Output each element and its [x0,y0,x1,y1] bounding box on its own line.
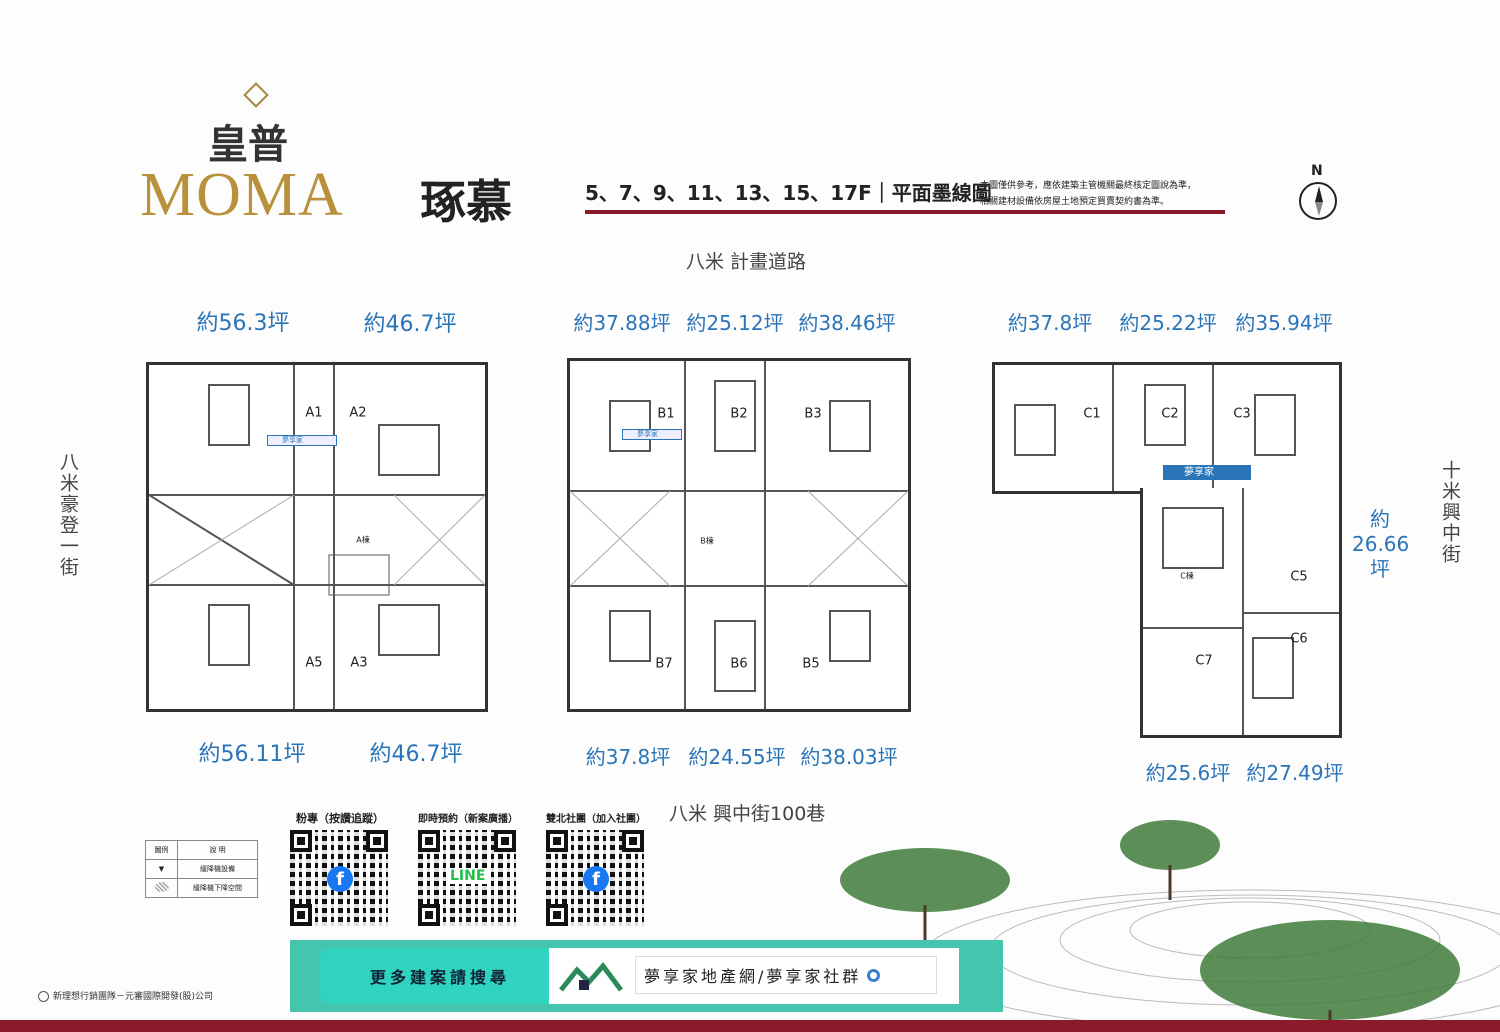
banner-right: 夢享家地產網/夢享家社群 [549,948,959,1004]
compass-label: N [1311,163,1323,179]
company-logo-icon [38,991,49,1002]
unit-a2: A2 [349,405,367,421]
legend-table: 圖例說 明 ▼緩降機設備 緩降機下降空間 [145,840,258,898]
facebook-icon: f [327,866,353,892]
qr-label-fanpage: 粉專（按讚追蹤） [296,812,384,825]
tag-a: 夢享家 [267,435,337,446]
area-b2: 約25.12坪 [686,311,784,335]
area-b7: 約37.8坪 [585,745,671,769]
area-a3: 約46.7坪 [369,742,463,767]
qr-label-group: 雙北社團（加入社團） [546,814,646,825]
area-c5: 約 26.66 坪 [1352,507,1410,581]
area-a1: 約56.3坪 [196,311,290,336]
core-b: B棟 [700,536,714,546]
unit-c2: C2 [1161,406,1179,422]
unit-b3: B3 [804,406,822,422]
unit-a3: A3 [350,655,368,671]
core-a: A棟 [356,535,370,545]
company-footer: 新理想行銷團隊－元審國際開發(股)公司 [38,989,213,1002]
dreamhome-logo-icon [559,962,623,992]
bottom-bar [0,1020,1500,1032]
unit-c3: C3 [1233,406,1251,422]
tag-c: 夢享家 [1163,465,1251,480]
core-c: C棟 [1180,571,1194,581]
disclaimer-1: 本圖僅供參考，應依建築主管機關最終核定圖說為準， [980,181,1197,191]
search-box[interactable]: 夢享家地產網/夢享家社群 [635,956,937,994]
disclaimer-2: 相關建材設備依房屋土地預定買賣契約書為準。 [980,197,1170,207]
search-icon [867,968,881,982]
unit-b1: B1 [657,406,675,422]
project-name: 琢慕 [420,175,512,229]
unit-b6: B6 [730,656,748,672]
page-title: 5、7、9、11、13、15、17F｜平面墨線圖 [585,181,992,205]
search-banner: 更多建案請搜尋 夢享家地產網/夢享家社群 [290,940,1003,1012]
title-divider [585,210,1225,214]
qr-label-line: 即時預約（新案廣播） [418,814,518,825]
line-icon: LINE [448,868,488,884]
floor-plan-a: A1 A2 A5 A3 A棟 夢享家 [146,362,488,712]
unit-c5: C5 [1290,569,1308,585]
qr-code-line[interactable]: LINE [418,830,516,926]
area-c1: 約37.8坪 [1007,311,1093,335]
banner-left-text: 更多建案請搜尋 [369,968,510,987]
unit-b2: B2 [730,406,748,422]
floor-plan-b: B1 B2 B3 B7 B6 B5 B棟 夢享家 [567,358,911,712]
qr-code-fanpage[interactable]: f [290,830,388,926]
unit-a5: A5 [305,655,323,671]
descent-space-icon [145,878,178,898]
brand-emblem-icon [243,82,269,108]
tag-b: 夢享家 [622,429,682,440]
unit-a1: A1 [305,405,323,421]
area-c2: 約25.22坪 [1119,311,1217,335]
facebook-icon: f [583,866,609,892]
unit-c7: C7 [1195,653,1213,669]
area-b1: 約37.88坪 [573,311,671,335]
floor-plan-c-top: C1 C2 C3 夢享家 [992,362,1342,494]
area-b3: 約38.46坪 [798,311,896,335]
road-bottom: 八米 興中街100巷 [669,803,826,825]
compass-icon [1299,182,1337,220]
area-c7: 約25.6坪 [1145,761,1231,785]
area-a5: 約56.11坪 [198,742,306,767]
area-c6: 約27.49坪 [1246,761,1344,785]
road-left: 八米豪登一街 [57,452,79,578]
banner-left: 更多建案請搜尋 [320,948,560,1004]
area-a2: 約46.7坪 [363,312,457,337]
road-top: 八米 計畫道路 [686,251,807,273]
unit-c1: C1 [1083,406,1101,422]
qr-code-group[interactable]: f [546,830,644,926]
area-b5: 約38.03坪 [800,745,898,769]
brand-name: MOMA [140,161,344,229]
brand-top: 皇普 [208,121,288,168]
area-b6: 約24.55坪 [688,745,786,769]
road-right: 十米興中街 [1439,460,1461,565]
unit-b5: B5 [802,656,820,672]
area-c3: 約35.94坪 [1235,311,1333,335]
descender-icon: ▼ [145,859,178,879]
floor-plan-c-bottom: C5 C6 C7 C棟 [1140,488,1342,738]
unit-b7: B7 [655,656,673,672]
unit-c6: C6 [1290,631,1308,647]
